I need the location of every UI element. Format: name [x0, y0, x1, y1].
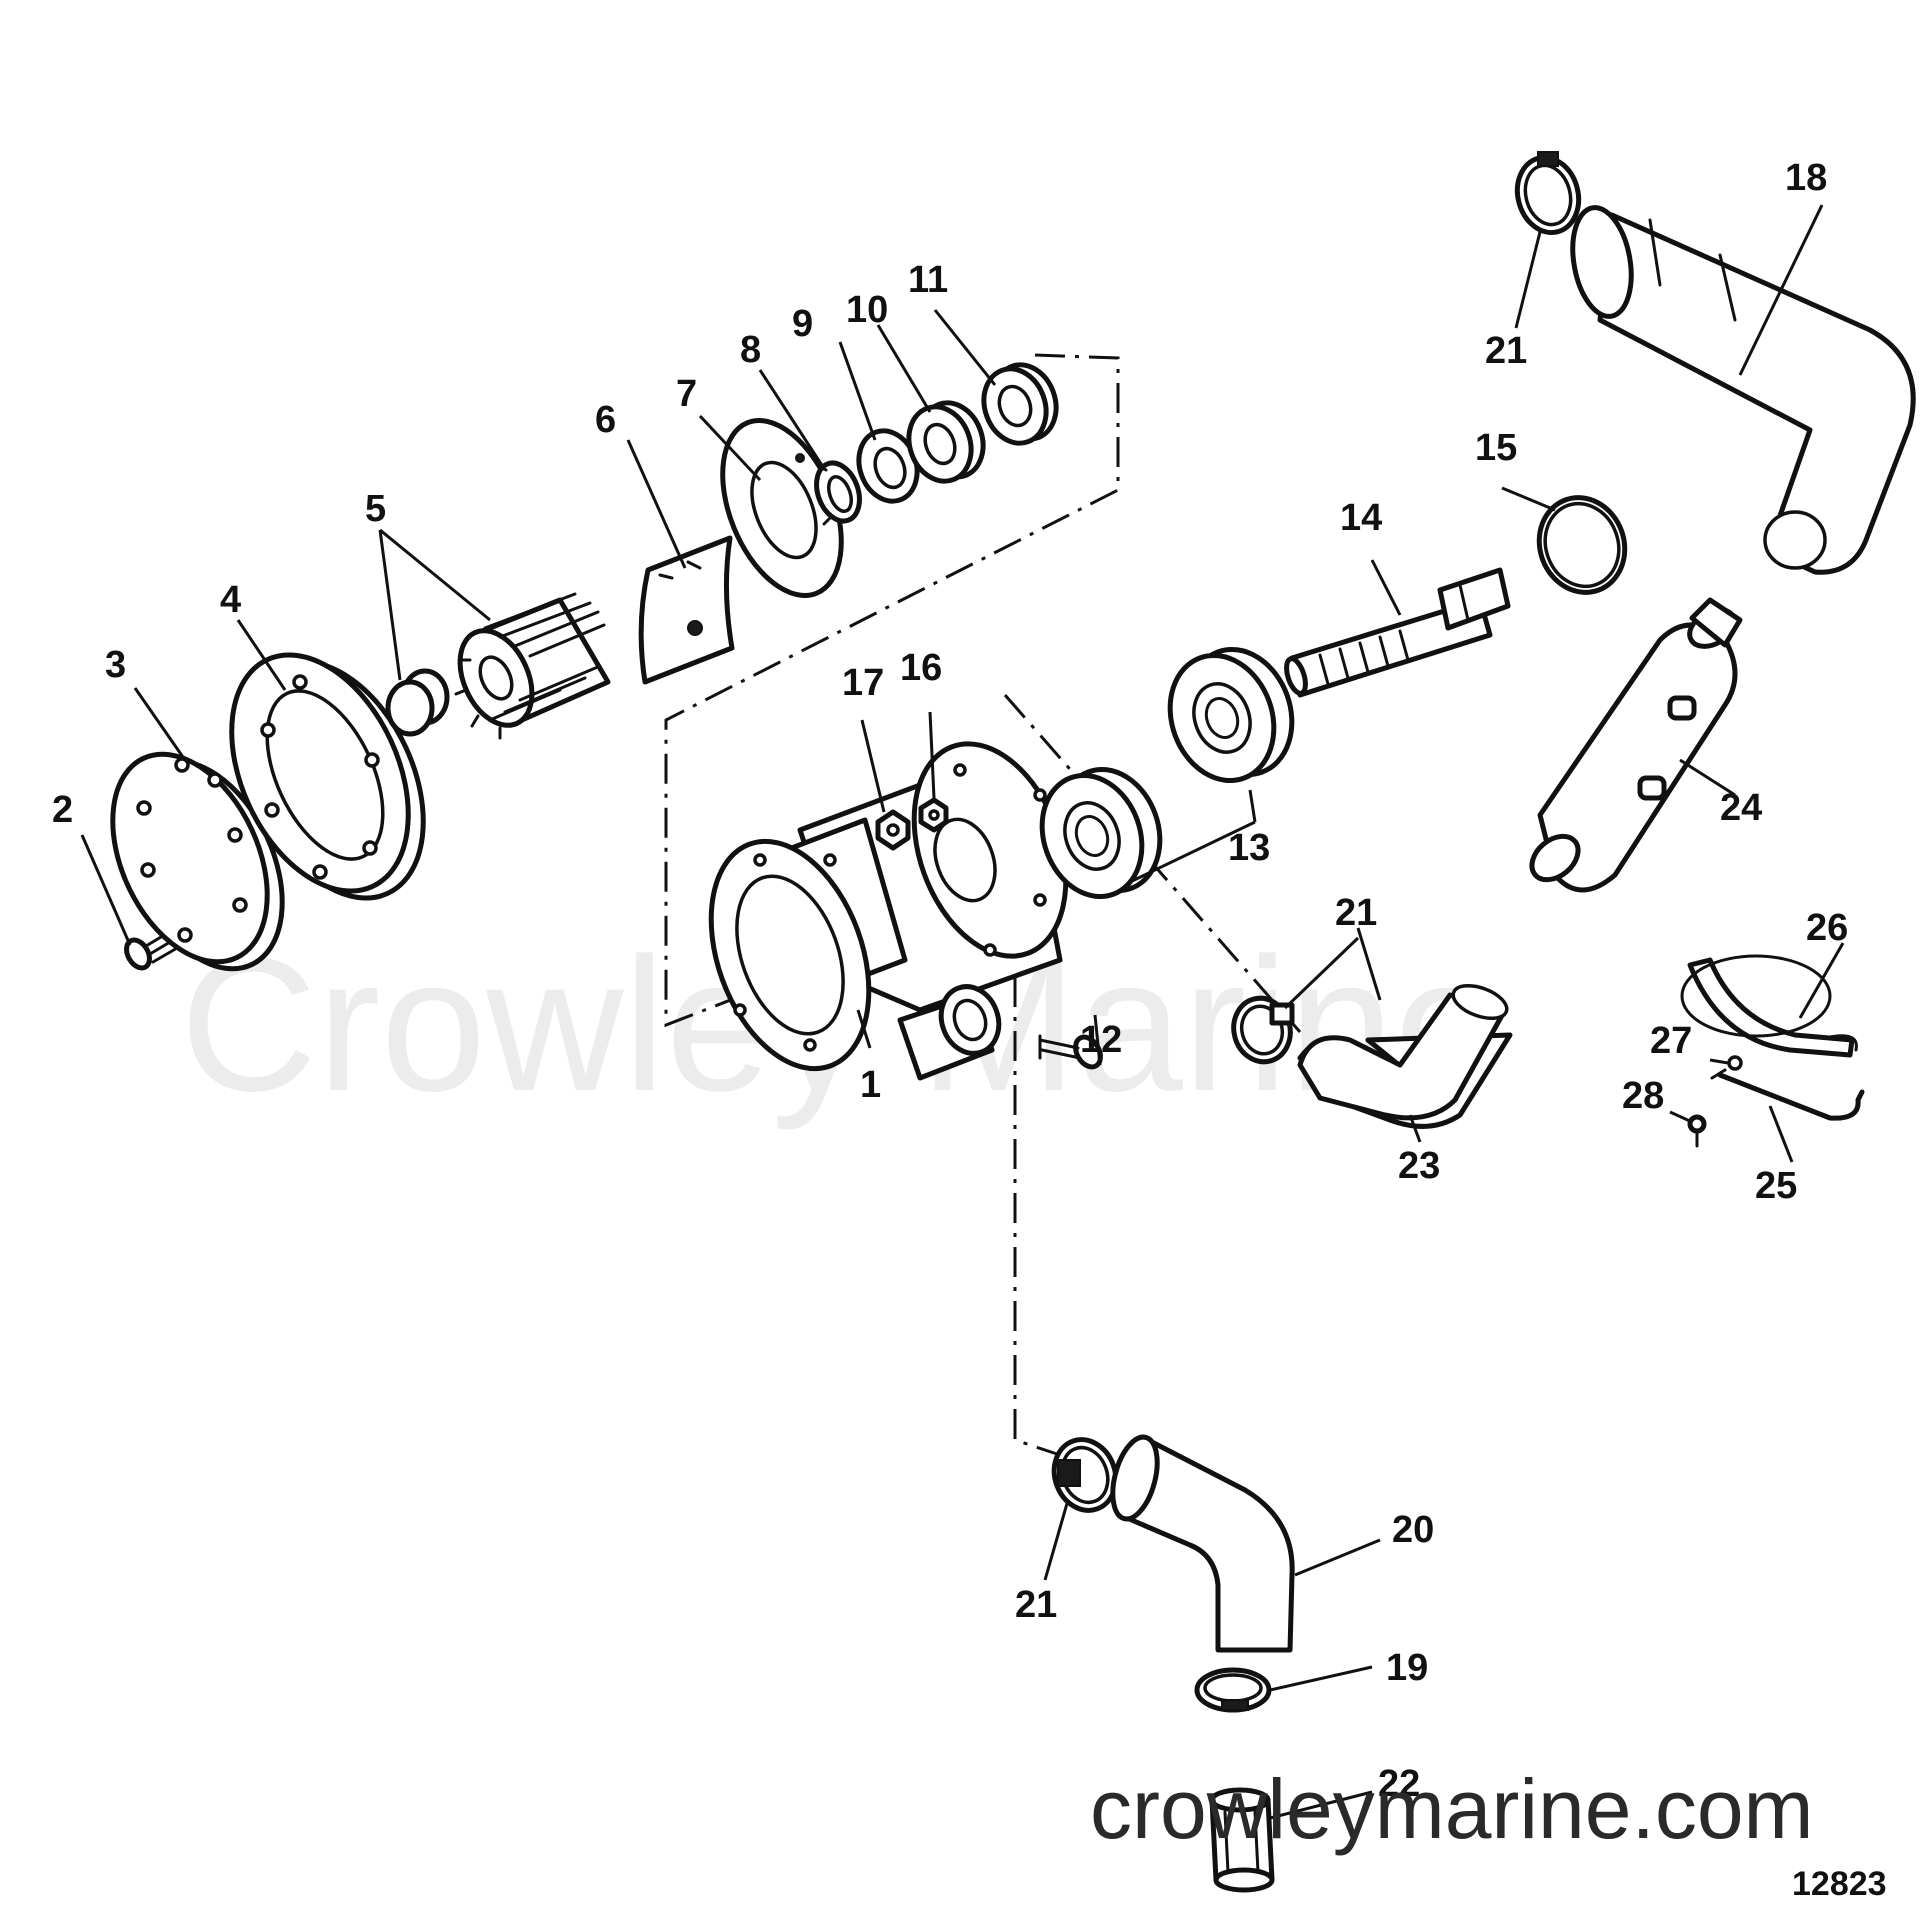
part-25-clamp-strap — [1710, 1068, 1865, 1121]
part-24-muffler — [1529, 597, 1743, 893]
callout-9: 9 — [792, 303, 813, 345]
callout-27: 27 — [1650, 1020, 1692, 1062]
part-11-seal-ring — [981, 362, 1059, 446]
callout-21-middle: 21 — [1335, 892, 1377, 934]
part-4-gasket — [229, 652, 426, 901]
callout-6: 6 — [595, 399, 616, 441]
part-19-clamp — [1194, 1667, 1272, 1713]
callout-10: 10 — [846, 289, 888, 331]
callout-15: 15 — [1475, 427, 1517, 469]
part-20-elbow-hose — [1110, 1434, 1295, 1653]
part-27-nut — [1727, 1055, 1743, 1071]
callout-19: 19 — [1386, 1647, 1428, 1689]
callout-25: 25 — [1755, 1165, 1797, 1207]
part-22-fitting — [1209, 1787, 1275, 1893]
callout-20: 20 — [1392, 1509, 1434, 1551]
part-8-retaining-ring — [814, 460, 862, 526]
part-7-thrust-washer — [720, 418, 844, 598]
callout-labels: 1 2 3 4 5 6 7 8 9 10 11 12 13 14 15 16 1… — [52, 157, 1848, 1805]
watermark-url: crowleymarine.com — [1090, 1762, 1814, 1856]
part-23-elbow-hose — [1297, 983, 1513, 1129]
callout-21-bottom: 21 — [1015, 1584, 1057, 1626]
callout-11: 11 — [908, 259, 948, 301]
part-15-o-ring — [1536, 495, 1628, 595]
callout-21-top: 21 — [1485, 330, 1527, 372]
part-1-pump-housing — [708, 741, 1069, 1081]
callout-17: 17 — [842, 662, 884, 704]
callout-3: 3 — [105, 644, 126, 686]
part-21-hose-clamp-top — [1514, 151, 1582, 236]
callout-13: 13 — [1228, 827, 1270, 869]
callout-26: 26 — [1806, 907, 1848, 949]
leader-lines — [80, 204, 1845, 1820]
part-17-nut — [875, 809, 911, 851]
part-13-bearings — [1039, 646, 1295, 900]
callout-28: 28 — [1622, 1075, 1664, 1117]
drawing-number: 12823 — [1792, 1865, 1887, 1903]
callout-18: 18 — [1785, 157, 1827, 199]
callout-14: 14 — [1340, 497, 1382, 539]
callout-1: 1 — [860, 1064, 881, 1106]
callout-24: 24 — [1720, 787, 1762, 829]
callout-22: 22 — [1378, 1763, 1420, 1805]
callout-2: 2 — [52, 789, 73, 831]
part-21-hose-clamp-middle — [1231, 995, 1295, 1065]
part-18-elbow-hose — [1570, 205, 1916, 575]
part-6-wear-plate — [638, 535, 735, 685]
callout-12: 12 — [1080, 1019, 1122, 1061]
part-21-hose-clamp-bottom — [1051, 1437, 1119, 1513]
part-14-shaft — [1284, 567, 1511, 698]
part-16-washer — [918, 797, 949, 833]
part-5-impeller — [385, 592, 611, 740]
part-28-screw — [1687, 1114, 1707, 1148]
callout-8: 8 — [740, 329, 761, 371]
callout-23: 23 — [1398, 1145, 1440, 1187]
callout-7: 7 — [676, 373, 697, 415]
callout-5: 5 — [365, 488, 386, 530]
callout-4: 4 — [220, 579, 241, 621]
part-26-strap — [1680, 954, 1858, 1058]
callout-16: 16 — [900, 647, 942, 689]
